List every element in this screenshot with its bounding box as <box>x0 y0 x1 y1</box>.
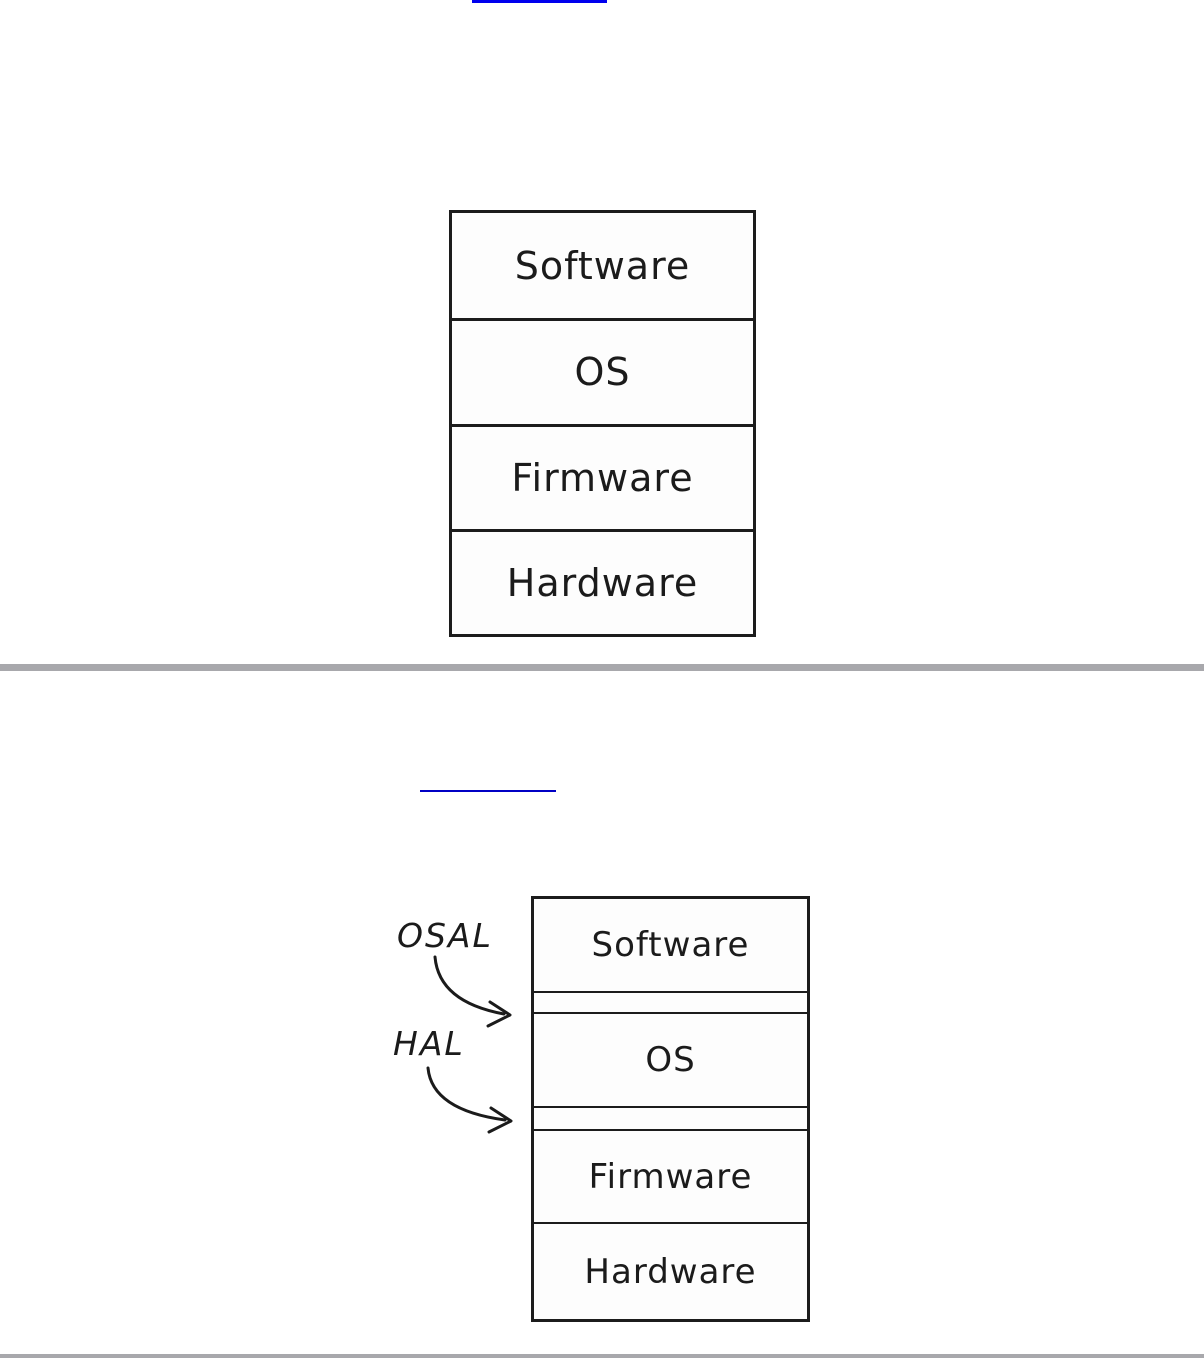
layer-hardware: Hardware <box>534 1222 807 1319</box>
layer-firmware: Firmware <box>452 423 753 529</box>
middle-link-underline[interactable] <box>420 790 556 792</box>
annotation-arrows <box>426 955 513 1134</box>
top-link-underline[interactable] <box>472 0 607 3</box>
layer-software-label: Software <box>514 243 691 288</box>
layer-hardware: Hardware <box>452 528 753 634</box>
layer-firmware: Firmware <box>534 1129 807 1222</box>
layer-stack-diagram-basic: Software OS Firmware Hardware <box>449 210 756 637</box>
layer-hardware-label: Hardware <box>506 560 699 605</box>
layer-firmware-label: Firmware <box>588 1156 753 1197</box>
hal-label: HAL <box>393 1024 465 1063</box>
hal-band <box>534 1106 807 1129</box>
hal-arrow <box>426 1066 513 1134</box>
layer-hardware-label: Hardware <box>584 1251 757 1292</box>
layer-software-label: Software <box>591 925 750 965</box>
osal-band <box>534 991 807 1012</box>
osal-label: OSAL <box>397 916 493 955</box>
layer-firmware-label: Firmware <box>511 455 694 500</box>
section-divider <box>0 664 1204 671</box>
layer-software: Software <box>452 213 753 318</box>
layer-stack-diagram-abstraction: Software OS Firmware Hardware <box>531 896 810 1322</box>
layer-os: OS <box>534 1012 807 1106</box>
layer-os-label: OS <box>574 350 631 395</box>
osal-arrow <box>433 955 512 1028</box>
layer-software: Software <box>534 899 807 991</box>
layer-os-label: OS <box>645 1040 696 1080</box>
layer-os: OS <box>452 318 753 423</box>
section-divider-bottom <box>0 1354 1204 1358</box>
